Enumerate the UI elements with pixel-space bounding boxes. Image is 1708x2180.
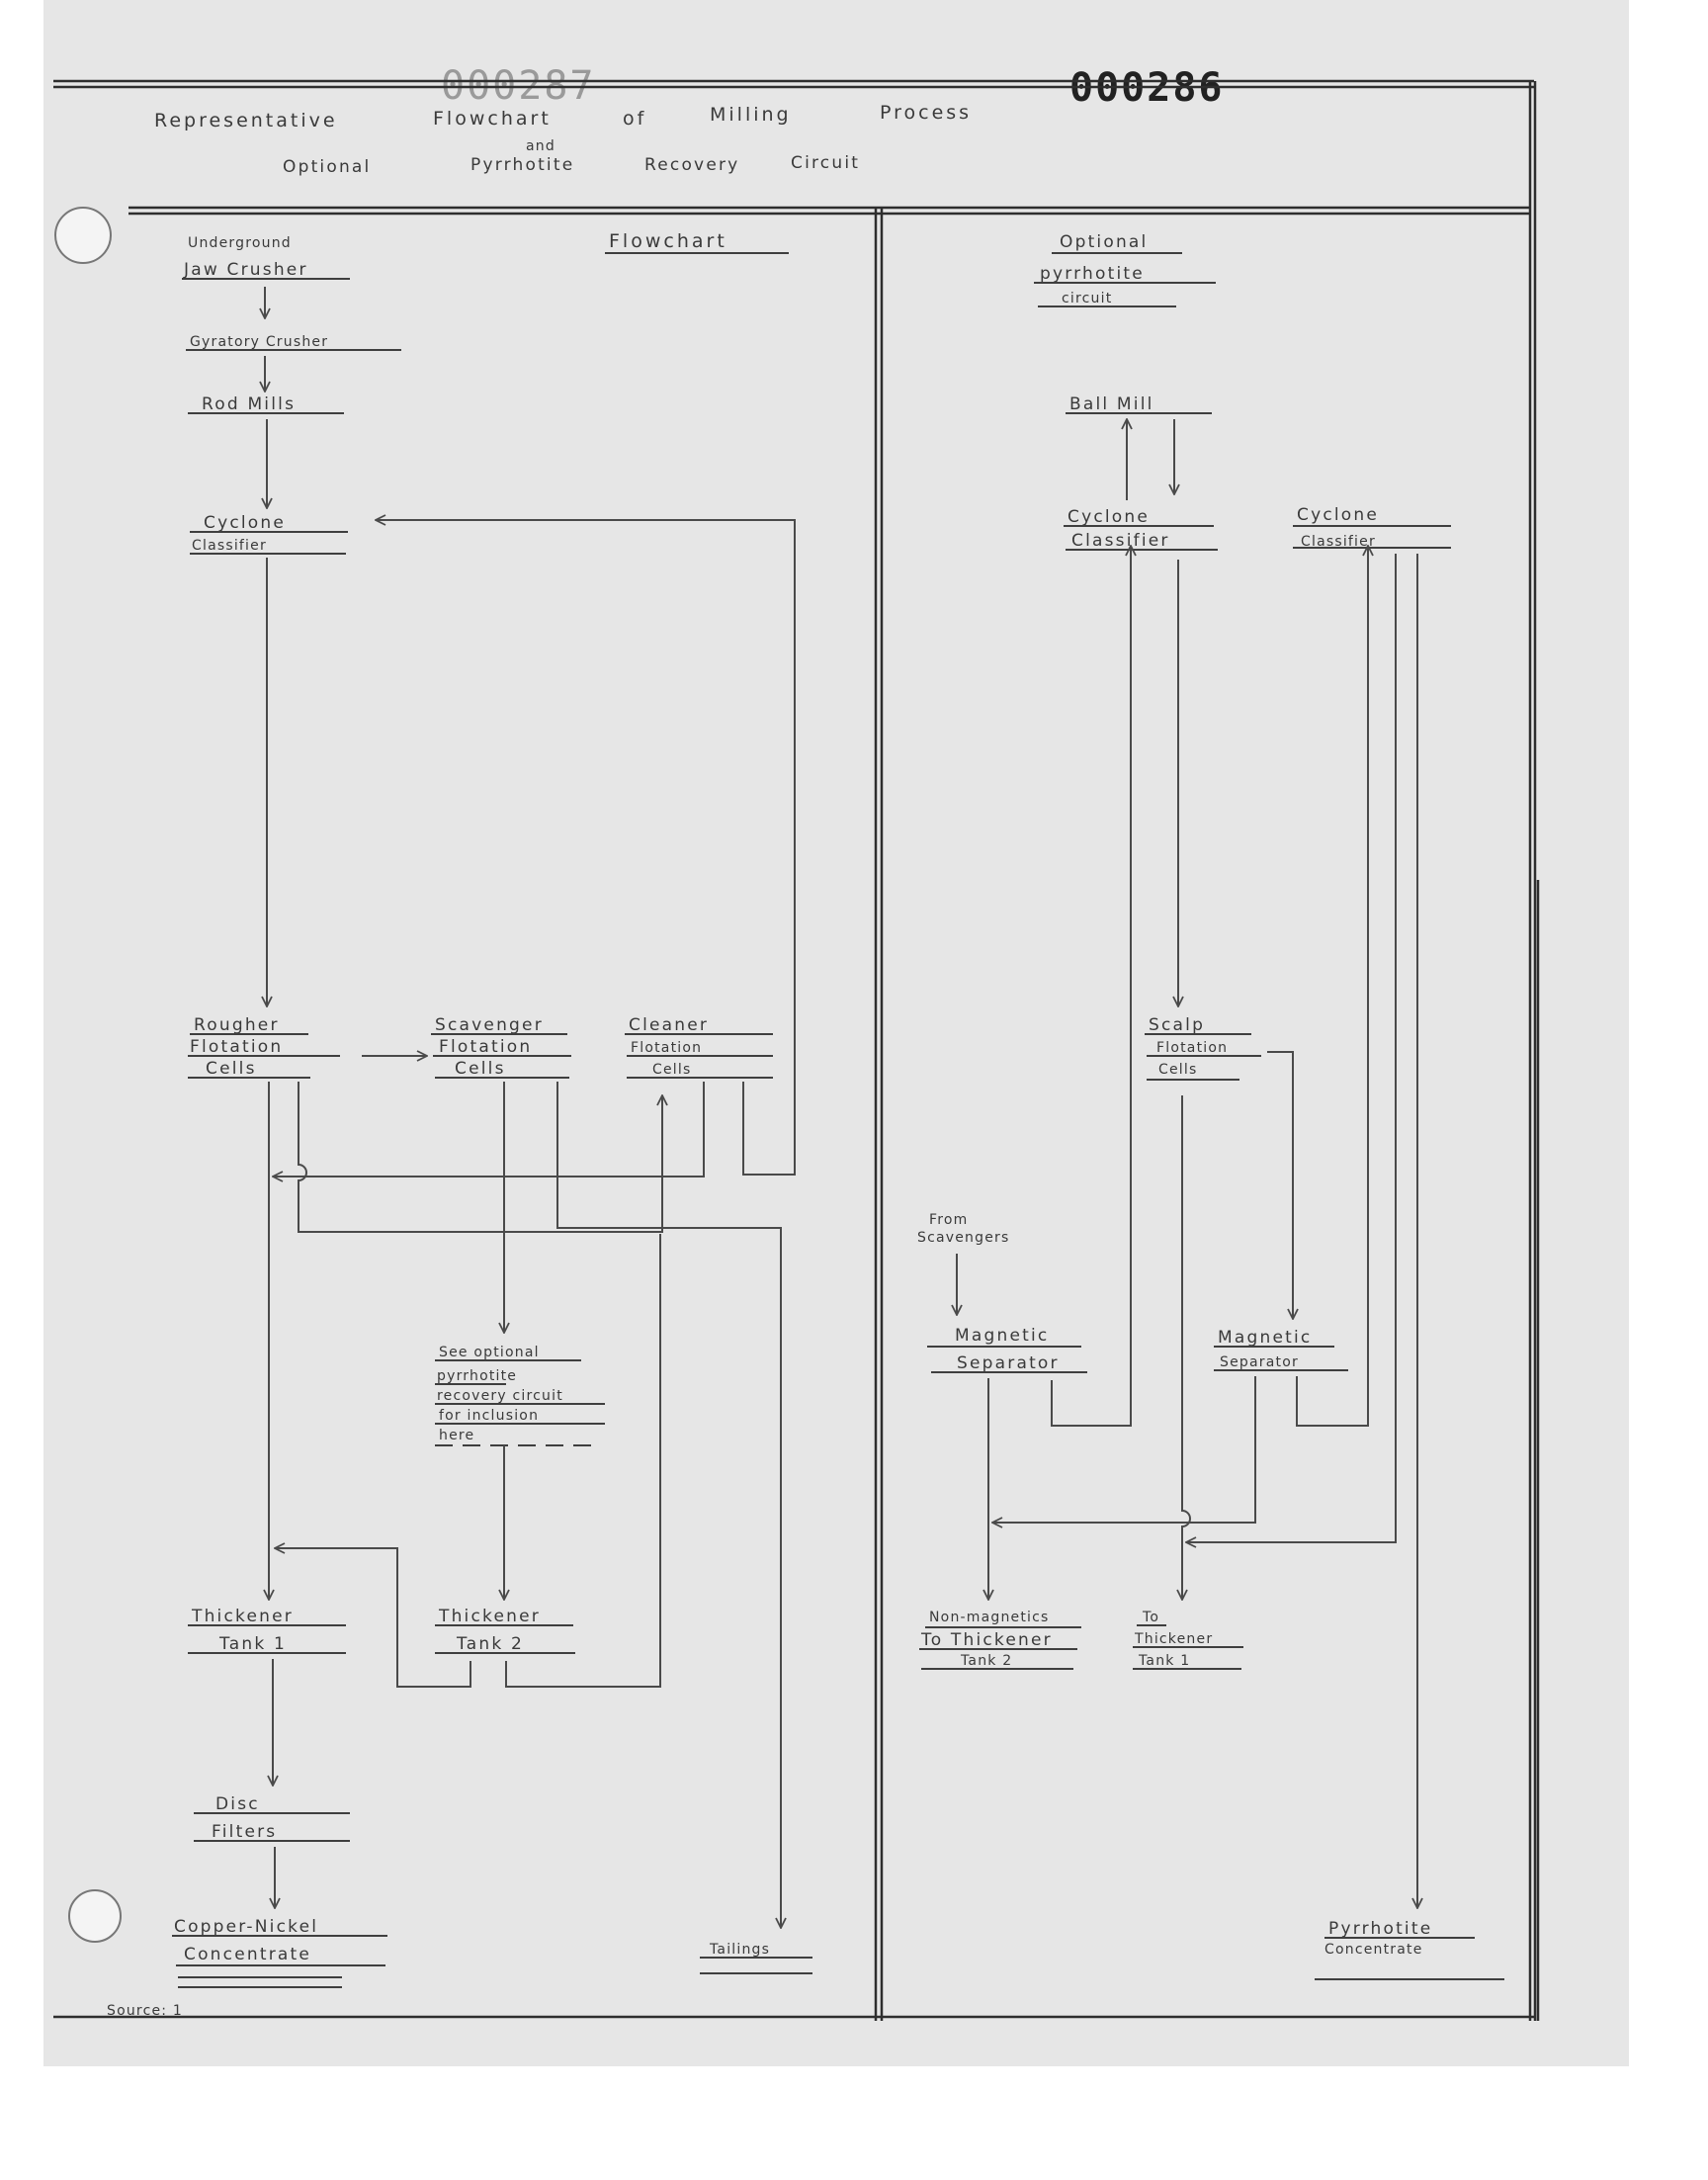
svg-text:Disc: Disc [215,1794,260,1814]
svg-text:Jaw Crusher: Jaw Crusher [183,260,308,280]
svg-text:Flotation: Flotation [439,1037,532,1057]
svg-text:Rougher: Rougher [194,1015,280,1035]
svg-text:circuit: circuit [1062,291,1112,306]
left-panel-header: Flowchart [609,230,727,252]
left-panel-main-flowchart: Flowchart Underground Jaw Crusher Gyrato… [107,230,812,2019]
svg-text:From: From [929,1212,969,1228]
svg-text:Gyratory Crusher: Gyratory Crusher [190,334,328,350]
svg-text:Tailings: Tailings [709,1942,770,1958]
svg-text:Separator: Separator [1220,1354,1299,1370]
title-word-recovery: Recovery [644,155,739,175]
svg-text:Classifier: Classifier [1071,531,1170,551]
node-magnetic-separator-2: Magnetic Separator [1214,1328,1348,1371]
svg-text:Flotation: Flotation [190,1037,283,1057]
title-word-representative: Representative [154,110,338,131]
node-thickener-tank-2: Thickener Tank 2 [435,1607,575,1654]
node-cyclone-classifier-1: Cyclone Classifier [1064,507,1218,551]
svg-text:Thickener: Thickener [1134,1631,1213,1647]
output-copper-nickel-concentrate: Copper-Nickel Concentrate [172,1917,387,1988]
node-rougher-flotation-cells: Rougher Flotation Cells [188,1015,340,1079]
svg-text:Scalp: Scalp [1149,1015,1205,1035]
svg-text:Cells: Cells [455,1059,506,1079]
node-scalp-flotation-cells: Scalp Flotation Cells [1145,1015,1261,1081]
svg-text:Tank 1: Tank 1 [218,1634,287,1654]
note-see-optional-circuit: See optional pyrrhotite recovery circuit… [435,1345,605,1446]
svg-text:Flotation: Flotation [631,1040,702,1056]
svg-text:To: To [1142,1610,1159,1625]
output-tailings: Tailings [700,1942,812,1974]
svg-text:Tank 2: Tank 2 [960,1653,1012,1669]
svg-text:Scavengers: Scavengers [917,1230,1009,1246]
svg-text:Classifier: Classifier [1301,534,1376,550]
node-cleaner-flotation-cells: Cleaner Flotation Cells [625,1015,773,1079]
left-flow-lines [265,287,796,1928]
svg-text:Cyclone: Cyclone [1297,505,1379,525]
svg-text:Separator: Separator [957,1353,1060,1373]
svg-text:recovery circuit: recovery circuit [437,1388,563,1404]
node-gyratory-crusher: Gyratory Crusher [186,334,401,351]
svg-text:Copper-Nickel: Copper-Nickel [174,1917,318,1937]
output-non-magnetics-to-thickener-2: Non-magnetics To Thickener Tank 2 [919,1610,1081,1670]
node-thickener-tank-1: Thickener Tank 1 [188,1607,346,1654]
binder-hole-top [54,207,112,264]
svg-text:Cells: Cells [652,1062,691,1078]
node-disc-filters: Disc Filters [194,1794,350,1842]
title-word-process: Process [880,102,972,124]
svg-text:pyrrhotite: pyrrhotite [1040,264,1145,284]
svg-text:Underground: Underground [188,235,292,251]
svg-text:Magnetic: Magnetic [955,1326,1049,1346]
svg-text:Tank 2: Tank 2 [456,1634,524,1654]
sheet-frame [53,79,1540,2021]
title-word-and: and [526,138,555,154]
svg-text:Scavenger: Scavenger [435,1015,544,1035]
svg-text:Cleaner: Cleaner [629,1015,709,1035]
svg-text:Thickener: Thickener [191,1607,294,1626]
title-word-milling: Milling [710,104,792,126]
svg-text:Cells: Cells [1158,1062,1197,1078]
document-title: Representative Flowchart of Milling Proc… [154,102,972,177]
title-word-circuit: Circuit [791,153,860,173]
svg-text:Pyrrhotite: Pyrrhotite [1328,1919,1432,1939]
svg-text:Magnetic: Magnetic [1218,1328,1312,1348]
svg-text:Optional: Optional [1060,232,1148,252]
output-pyrrhotite-concentrate: Pyrrhotite Concentrate [1315,1919,1504,1980]
node-scavenger-flotation-cells: Scavenger Flotation Cells [431,1015,571,1079]
svg-text:Concentrate: Concentrate [184,1945,311,1964]
footer-scribble: Source: 1 [107,2003,183,2019]
title-word-of: of [623,108,646,130]
binder-hole-bottom [68,1889,122,1943]
svg-text:Classifier: Classifier [192,538,267,554]
node-ball-mill: Ball Mill [1066,394,1212,414]
right-panel-optional-circuit: Optional pyrrhotite circuit Ball Mill Cy… [917,232,1504,1980]
node-cyclone-classifier: Cyclone Classifier [190,513,348,555]
svg-text:Concentrate: Concentrate [1324,1942,1423,1958]
svg-text:Filters: Filters [212,1822,277,1842]
svg-text:To Thickener: To Thickener [920,1630,1053,1650]
title-word-optional: Optional [283,157,371,177]
svg-text:here: here [439,1428,474,1443]
note-from-scavengers: From Scavengers [917,1212,1009,1246]
title-word-flowchart: Flowchart [433,108,552,130]
svg-text:Thickener: Thickener [438,1607,541,1626]
svg-text:Flotation: Flotation [1156,1040,1228,1056]
svg-text:See optional: See optional [439,1345,540,1360]
svg-text:Rod Mills: Rod Mills [202,394,296,414]
svg-text:Cyclone: Cyclone [1068,507,1150,527]
svg-text:Cyclone: Cyclone [204,513,286,533]
node-jaw-crusher: Underground Jaw Crusher [182,235,350,280]
svg-text:for inclusion: for inclusion [439,1408,539,1424]
svg-text:Cells: Cells [206,1059,257,1079]
right-flow-lines [957,419,1417,1908]
svg-text:Ball Mill: Ball Mill [1069,394,1154,414]
svg-text:pyrrhotite: pyrrhotite [437,1368,517,1384]
right-panel-header: Optional pyrrhotite circuit [1034,232,1216,307]
node-rod-mills: Rod Mills [188,394,344,414]
svg-text:Non-magnetics: Non-magnetics [929,1610,1050,1625]
title-word-pyrrhotite: Pyrrhotite [470,155,574,175]
output-to-thickener-1: To Thickener Tank 1 [1133,1610,1243,1670]
node-magnetic-separator-1: Magnetic Separator [927,1326,1087,1373]
svg-text:Tank 1: Tank 1 [1138,1653,1190,1669]
